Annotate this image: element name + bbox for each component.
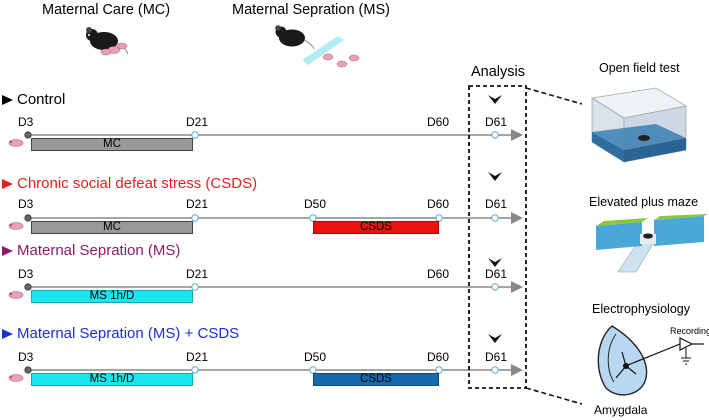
elevated-plus-maze-label: Elevated plus maze — [589, 195, 699, 209]
day-node — [191, 283, 199, 291]
phase-bar: MC — [31, 138, 193, 151]
open-field-label: Open field test — [599, 61, 680, 75]
day-node — [24, 131, 32, 139]
pup-icon — [8, 222, 24, 230]
arrowhead-icon — [2, 246, 13, 257]
day-label: D3 — [18, 197, 34, 211]
phase-bar: MS 1h/D — [31, 373, 193, 386]
day-label: D60 — [427, 197, 450, 211]
group-control-title: Control — [2, 91, 65, 108]
day-node — [491, 131, 499, 139]
day-label: D21 — [186, 197, 209, 211]
analysis-arrow-icon — [488, 258, 502, 267]
day-label: D60 — [427, 115, 450, 129]
day-node — [309, 366, 317, 374]
analysis-box — [468, 85, 527, 389]
day-label: D60 — [427, 267, 450, 281]
open-field-box-icon — [590, 87, 688, 163]
electrophysiology-label: Electrophysiology — [592, 302, 690, 316]
day-node — [191, 131, 199, 139]
day-node — [491, 283, 499, 291]
day-node — [24, 283, 32, 291]
day-node — [309, 214, 317, 222]
recording-label: Recording — [670, 326, 709, 336]
day-node — [491, 214, 499, 222]
day-label: D61 — [485, 350, 508, 364]
day-label: D50 — [304, 350, 327, 364]
arrowhead-icon — [2, 179, 13, 190]
plus-maze-icon — [596, 214, 708, 273]
day-node — [491, 366, 499, 374]
mouse-separated-icon — [275, 25, 360, 68]
day-label: D50 — [304, 197, 327, 211]
pup-icon — [8, 374, 24, 382]
day-node — [435, 366, 443, 374]
day-label: D3 — [18, 267, 34, 281]
day-label: D61 — [485, 115, 508, 129]
analysis-arrow-icon — [488, 334, 502, 343]
analysis-header: Analysis — [471, 64, 525, 80]
phase-bar: MC — [31, 221, 193, 234]
day-label: D21 — [186, 350, 209, 364]
group-ms-csds-title: Maternal Sepration (MS) + CSDS — [2, 325, 239, 342]
day-node — [191, 214, 199, 222]
pup-icon — [8, 139, 24, 147]
day-label: D61 — [485, 267, 508, 281]
connector-line — [525, 387, 583, 405]
amygdala-label: Amygdala — [594, 403, 648, 417]
maternal-separation-header: Maternal Sepration (MS) — [232, 2, 390, 18]
day-label: D3 — [18, 350, 34, 364]
phase-bar: CSDS — [313, 373, 439, 386]
analysis-arrow-icon — [488, 172, 502, 181]
group-csds-title: Chronic social defeat stress (CSDS) — [2, 175, 257, 192]
amygdala-electrode-icon — [597, 325, 704, 396]
phase-bar: CSDS — [313, 221, 439, 234]
arrowhead-icon — [2, 329, 13, 340]
group-ms-title: Maternal Sepration (MS) — [2, 242, 180, 259]
phase-bar: MS 1h/D — [31, 290, 193, 303]
day-label: D21 — [186, 115, 209, 129]
day-node — [435, 214, 443, 222]
day-label: D60 — [427, 350, 450, 364]
pup-icon — [8, 291, 24, 299]
day-label: D3 — [18, 115, 34, 129]
maternal-care-header: Maternal Care (MC) — [42, 2, 171, 18]
day-label: D21 — [186, 267, 209, 281]
connector-line — [525, 87, 583, 105]
analysis-arrow-icon — [488, 95, 502, 104]
day-node — [191, 366, 199, 374]
mouse-with-pups-icon — [86, 27, 129, 56]
day-node — [24, 366, 32, 374]
day-node — [24, 214, 32, 222]
day-label: D61 — [485, 197, 508, 211]
arrowhead-icon — [2, 95, 13, 106]
